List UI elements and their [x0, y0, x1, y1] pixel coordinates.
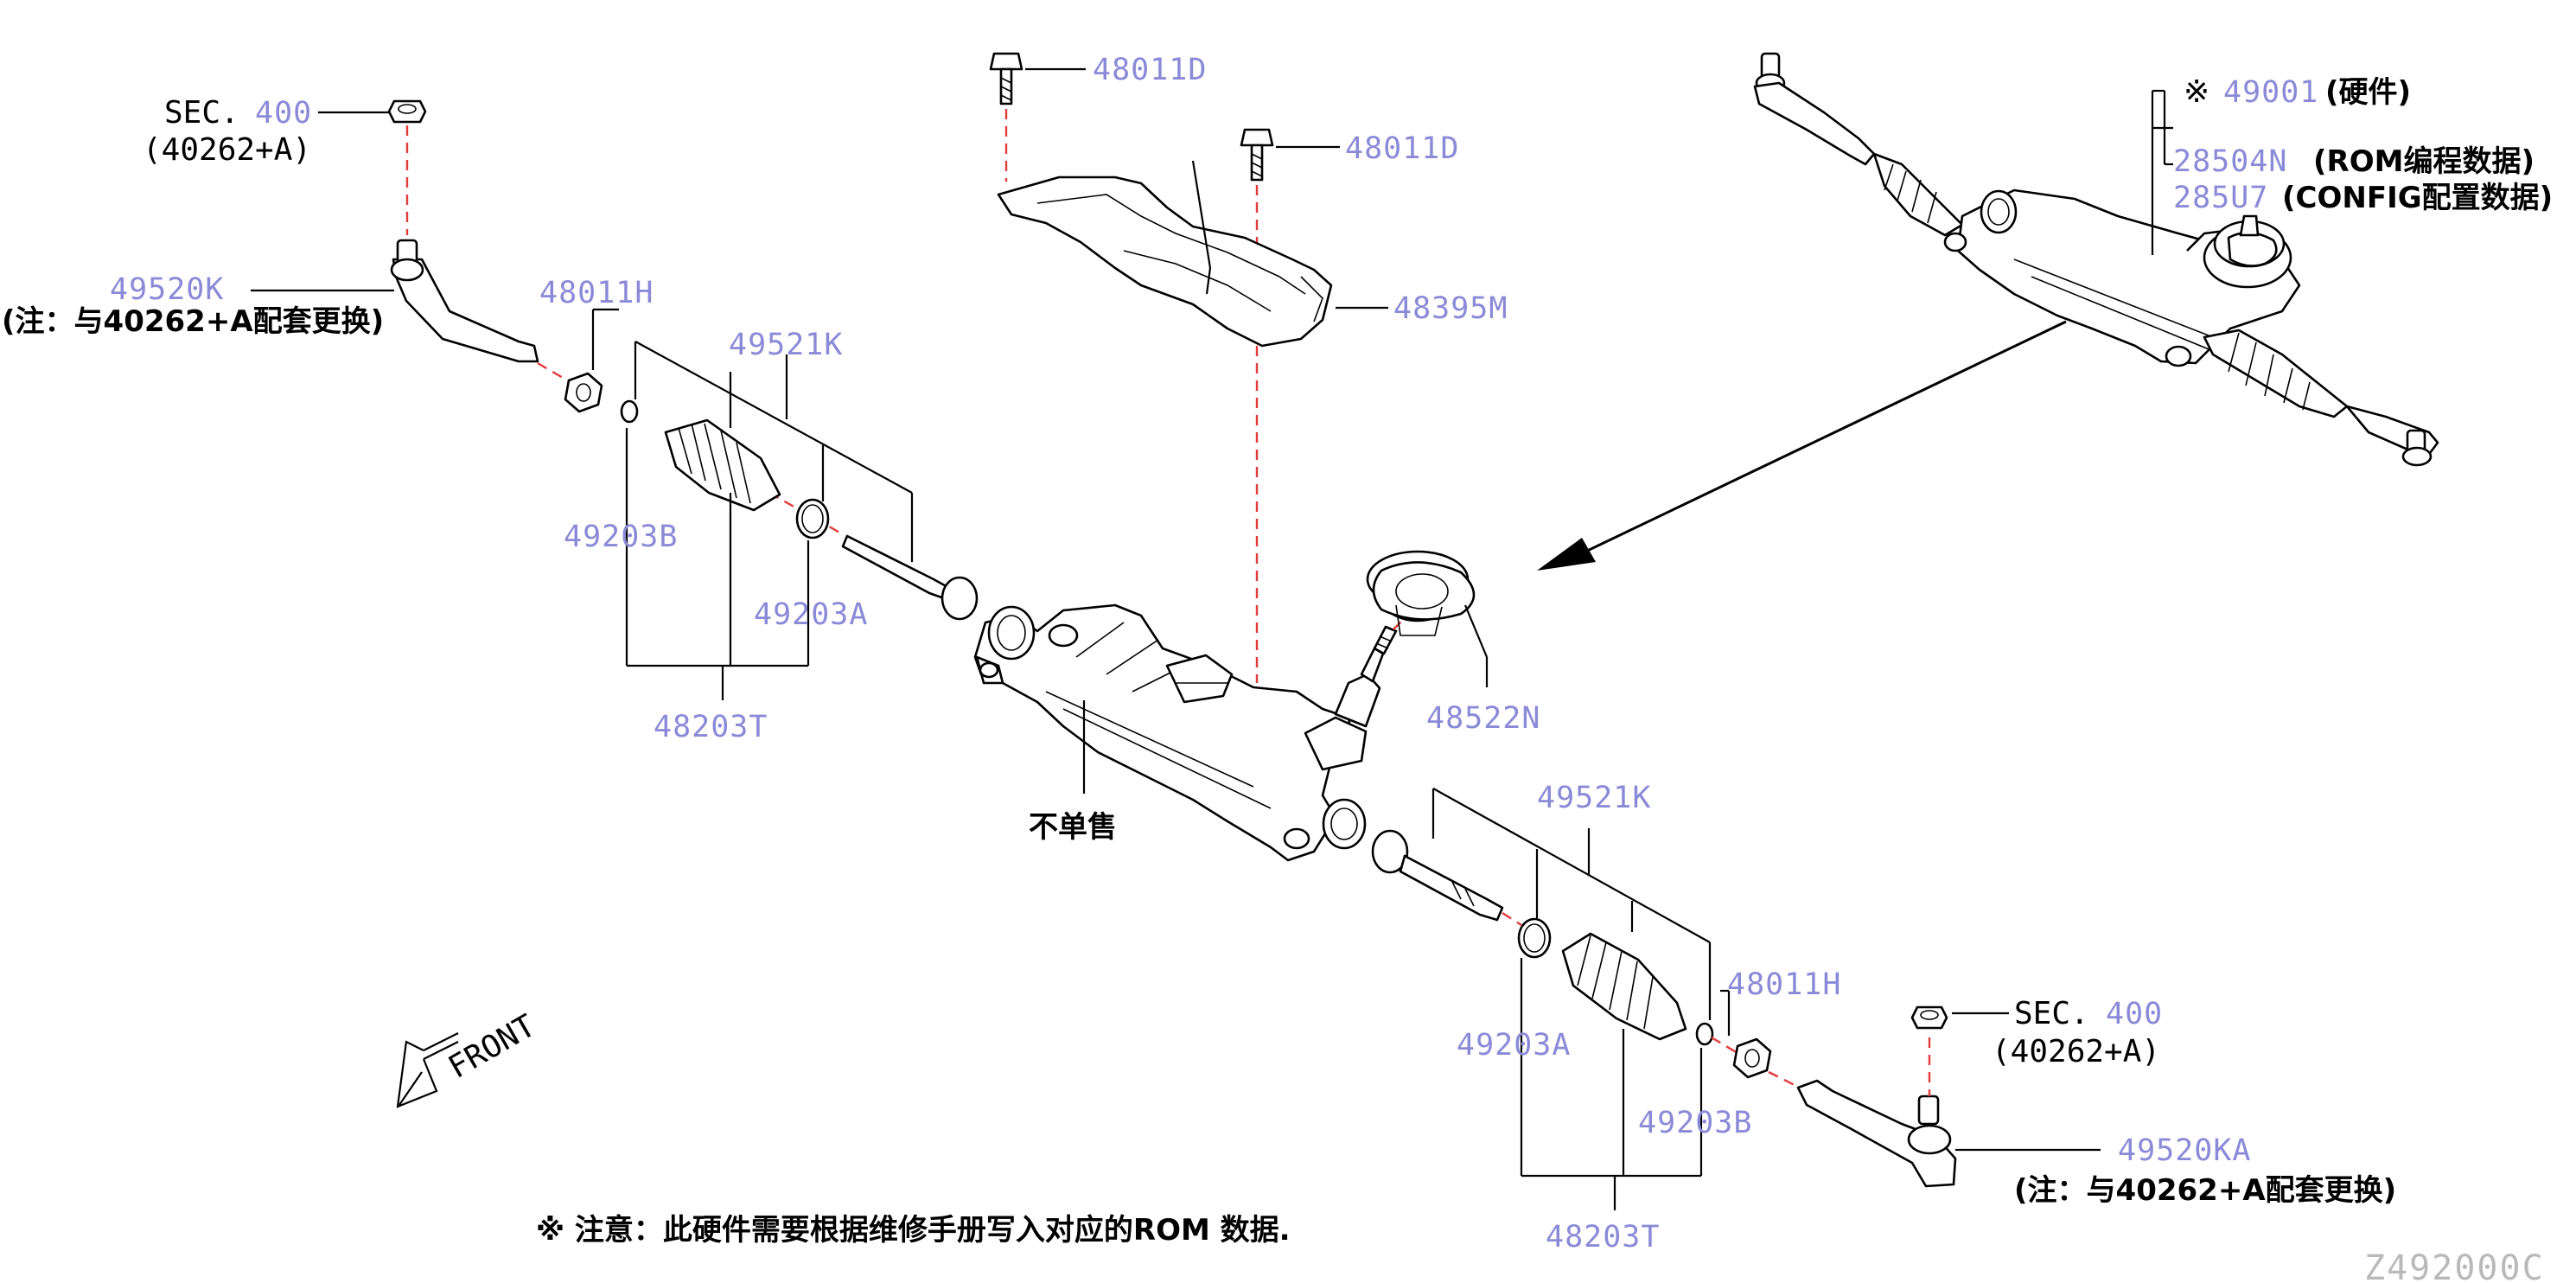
hw-marker: ※ [2184, 74, 2209, 110]
part-49520K: 49520K [110, 272, 224, 307]
note-left: (注：与40262+A配套更换) [2, 304, 384, 339]
tie-rod-end-left [390, 239, 539, 363]
axis-dash-right-1 [1502, 911, 1522, 927]
part-48011H-right: 48011H [1727, 967, 1841, 1002]
sec-400-nut-top [318, 99, 427, 124]
diagram-code: Z492000C [2364, 1248, 2545, 1283]
part-49001: 49001 [2223, 75, 2318, 110]
inset-brackets [2151, 89, 2173, 255]
assembled-rack-inset [1753, 52, 2439, 467]
bracket-48203T-left [625, 428, 810, 700]
footnote: ※ 注意：此硬件需要根据维修手册写入对应的ROM 数据. [536, 1213, 1291, 1248]
sec-sub-bottom: (40262+A) [1992, 1034, 2160, 1069]
part-285U7: 285U7 [2173, 181, 2268, 215]
input-shaft [1360, 625, 1398, 683]
part-49521K-left: 49521K [729, 328, 843, 362]
mount-guide-dash [1393, 604, 1419, 630]
inset-pointer-arrow-icon [1537, 320, 2067, 571]
hw-desc: (硬件) [2325, 75, 2411, 110]
not-sold-label: 不单售 [1029, 810, 1117, 845]
bolt-48011D-1 [989, 52, 1086, 105]
sec-sub-top: (40262+A) [143, 132, 311, 168]
part-48203T-left: 48203T [654, 710, 768, 744]
sec-400-nut-bottom [1910, 1005, 2009, 1030]
config-desc: (CONFIG配置数据) [2282, 181, 2553, 215]
bracket-48203T-right [1520, 958, 1703, 1210]
part-49203B-right: 49203B [1638, 1106, 1752, 1140]
part-49520KA: 49520KA [2118, 1133, 2252, 1168]
bracket-49521K-right [1431, 788, 1712, 1020]
front-arrow-icon [396, 1032, 459, 1108]
part-49203A-right: 49203A [1457, 1028, 1571, 1063]
part-49203B-left: 49203B [564, 520, 678, 554]
bolt-48011D-2 [1240, 128, 1340, 182]
tie-rod-end-right [1796, 1079, 2101, 1188]
sec-label-top: SEC. [164, 95, 239, 131]
part-48395M: 48395M [1393, 291, 1508, 326]
boot-assembly-left [620, 399, 979, 621]
note-right: (注：与40262+A配套更换) [2014, 1173, 2396, 1208]
steering-gear-housing [973, 603, 1381, 862]
part-48203T-right: 48203T [1546, 1220, 1660, 1254]
nut-48011H-left [564, 308, 619, 413]
sec-number-bottom: 400 [2106, 997, 2163, 1031]
heat-shield-48395M [997, 160, 1388, 348]
part-49521K-right: 49521K [1537, 781, 1651, 815]
mount-48522N [1366, 550, 1489, 687]
part-48011D-1: 48011D [1093, 53, 1207, 87]
part-49203A-left: 49203A [754, 597, 868, 632]
sec-label-bottom: SEC. [2014, 996, 2089, 1031]
part-48522N: 48522N [1426, 701, 1540, 736]
rom-desc: (ROM编程数据) [2313, 144, 2535, 179]
sec-number-top: 400 [255, 96, 312, 131]
part-28504N: 28504N [2173, 144, 2287, 179]
bracket-49521K-left [634, 341, 914, 562]
part-48011H-left: 48011H [539, 276, 654, 310]
part-48011D-2: 48011D [1345, 131, 1459, 166]
boot-assembly-right [1371, 829, 1714, 1046]
axis-dash-right-2 [1711, 1036, 1738, 1055]
nut-48011H-right [1720, 989, 1772, 1079]
front-label: FRONT [443, 1008, 541, 1086]
